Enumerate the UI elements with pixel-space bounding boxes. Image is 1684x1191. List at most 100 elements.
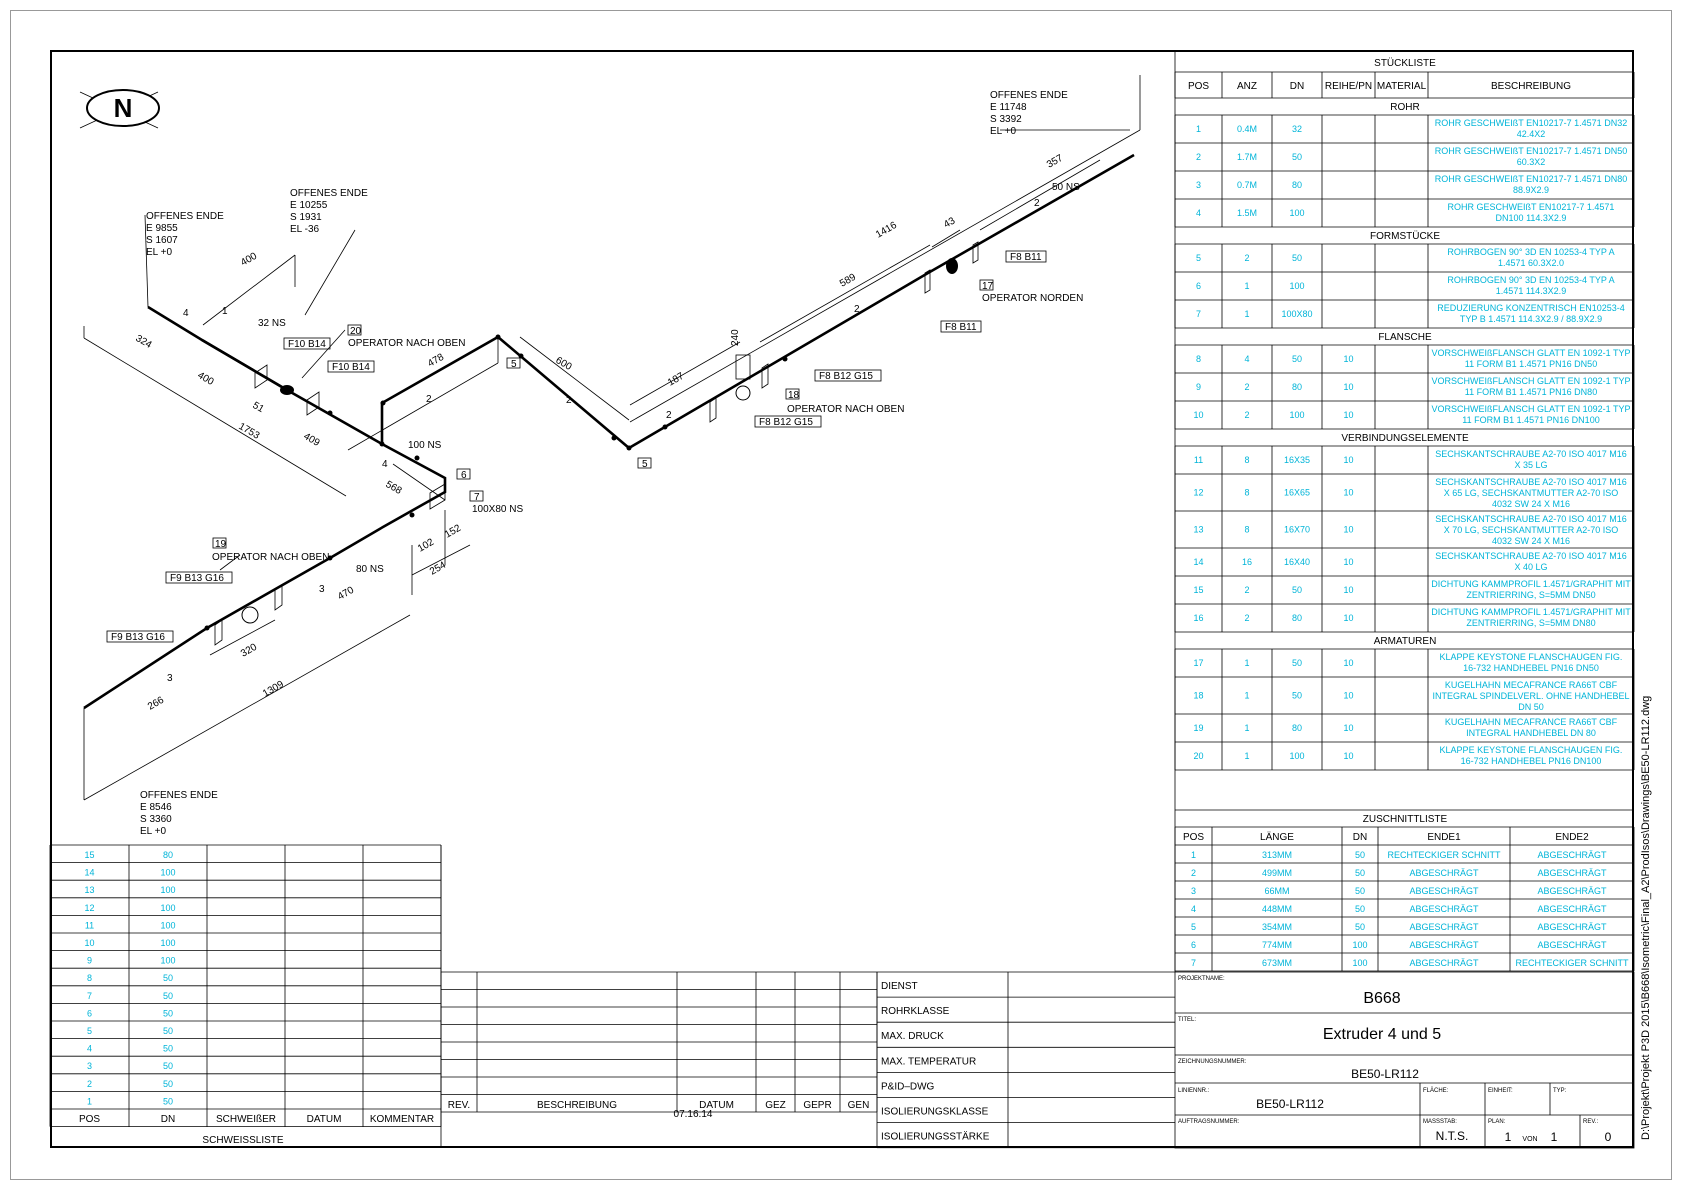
table-cell: ABGESCHRÄGT <box>1409 868 1479 878</box>
svg-text:240: 240 <box>730 329 741 346</box>
table-cell: 9 <box>1196 382 1201 392</box>
table-cell: 10 <box>1343 410 1353 420</box>
table-cell: 1 <box>1244 751 1249 761</box>
svg-text:32 NS: 32 NS <box>258 318 286 329</box>
table-cell: 16X70 <box>1284 525 1310 535</box>
stueckliste-header-cell: DN <box>1290 81 1304 92</box>
table-cell: 3 <box>87 1061 92 1071</box>
svg-text:6: 6 <box>461 470 467 481</box>
table-cell: 50 <box>163 991 173 1001</box>
svg-text:ZEICHNUNGSNUMMER:: ZEICHNUNGSNUMMER: <box>1178 1059 1247 1065</box>
svg-text:102: 102 <box>416 537 436 555</box>
stueckliste-description: ROHR GESCHWEIßT EN10217-7 1.4571 DN80 <box>1435 174 1627 184</box>
stueckliste-description: DICHTUNG KAMMPROFIL 1.4571/GRAPHIT MIT <box>1431 607 1631 617</box>
table-cell: 7 <box>1196 309 1201 319</box>
zuschnitt-header-cell: ENDE1 <box>1427 832 1461 843</box>
table-cell: 10 <box>1343 455 1353 465</box>
stueckliste-title: STÜCKLISTE <box>1374 57 1436 69</box>
table-cell: 50 <box>1355 868 1365 878</box>
svg-text:S 1931: S 1931 <box>290 212 322 223</box>
property-label: ISOLIERUNGSKLASSE <box>881 1107 989 1118</box>
annotation-oe2: OFFENES ENDE E 10255 S 1931 EL -36 <box>290 188 368 235</box>
svg-text:F8 B12 G15: F8 B12 G15 <box>819 371 873 382</box>
zuschnitt-header-cell: DN <box>1353 832 1367 843</box>
stueckliste-description: ROHR GESCHWEIßT EN10217-7 1.4571 <box>1448 202 1615 212</box>
stueckliste-description: ROHRBOGEN 90° 3D EN 10253-4 TYP A <box>1447 275 1614 285</box>
table-cell: 3 <box>1196 180 1201 190</box>
schweiss-header-cell: DN <box>161 1114 175 1125</box>
table-cell: 5 <box>1191 922 1196 932</box>
table-cell: 100X80 <box>1281 309 1312 319</box>
table-cell: 14 <box>84 868 94 878</box>
stueckliste-section: ARMATUREN <box>1374 636 1437 647</box>
table-cell: 16X35 <box>1284 455 1310 465</box>
svg-text:320: 320 <box>239 642 259 660</box>
svg-text:51: 51 <box>251 400 267 415</box>
svg-text:TITEL:: TITEL: <box>1178 1017 1196 1023</box>
svg-text:2: 2 <box>666 410 672 421</box>
svg-text:1: 1 <box>1505 1130 1512 1144</box>
property-label: DIENST <box>881 981 918 992</box>
svg-text:0: 0 <box>1605 1130 1612 1144</box>
table-cell: 100 <box>160 903 175 913</box>
table-cell: 100 <box>160 885 175 895</box>
table-cell: 50 <box>163 1008 173 1018</box>
stueckliste-description: 16-732 HANDHEBEL PN16 DN50 <box>1463 663 1599 673</box>
svg-text:18: 18 <box>788 390 800 401</box>
stueckliste-description: TYP B 1.4571 114.3X2.9 / 88.9X2.9 <box>1460 314 1602 324</box>
table-cell: ABGESCHRÄGT <box>1409 904 1479 914</box>
north-arrow: N <box>79 89 160 129</box>
drawing-labels: 32 NS 100 NS 80 NS 50 NS 100X80 NS OPERA… <box>106 182 1083 684</box>
revision-header-cell: BESCHREIBUNG <box>537 1100 617 1111</box>
table-cell: 2 <box>1244 585 1249 595</box>
table-cell: 1 <box>1191 850 1196 860</box>
property-label: ROHRKLASSE <box>881 1006 950 1017</box>
valve-20 <box>254 364 320 416</box>
svg-text:F8 B11: F8 B11 <box>1010 252 1042 263</box>
drawing-frame <box>50 50 1634 1148</box>
table-cell: 12 <box>1193 488 1203 498</box>
svg-text:2: 2 <box>426 394 432 405</box>
table-cell: 80 <box>1292 723 1302 733</box>
svg-text:600: 600 <box>554 355 574 373</box>
table-cell: 100 <box>1289 751 1304 761</box>
table-cell: 16 <box>1193 613 1203 623</box>
schweiss-header-cell: POS <box>79 1114 100 1125</box>
table-cell: ABGESCHRÄGT <box>1537 886 1607 896</box>
table-cell: 16 <box>1242 557 1252 567</box>
table-cell: 100 <box>160 920 175 930</box>
table-cell: 10 <box>1343 658 1353 668</box>
svg-text:EL +0: EL +0 <box>990 126 1016 137</box>
table-cell: 2 <box>87 1079 92 1089</box>
table-cell: RECHTECKIGER SCHNITT <box>1515 958 1629 968</box>
stueckliste-section: ROHR <box>1390 102 1419 113</box>
property-label: P&ID–DWG <box>881 1081 935 1092</box>
table-cell: 100 <box>160 938 175 948</box>
stueckliste-description: 16-732 HANDHEBEL PN16 DN100 <box>1461 756 1602 766</box>
svg-text:FLÄCHE:: FLÄCHE: <box>1423 1087 1449 1094</box>
table-cell: 3 <box>1191 886 1196 896</box>
stueckliste-description: ZENTRIERRING, S=5MM DN50 <box>1466 590 1595 600</box>
stueckliste-description: 11 FORM B1 1.4571 PN16 DN80 <box>1465 387 1597 397</box>
table-cell: 50 <box>1292 253 1302 263</box>
property-label: ISOLIERUNGSSTÄRKE <box>881 1131 990 1143</box>
sheet-border <box>10 10 1672 1180</box>
table-cell: 2 <box>1244 613 1249 623</box>
stueckliste-description: ROHRBOGEN 90° 3D EN 10253-4 TYP A <box>1447 247 1614 257</box>
stueckliste-description: X 35 LG <box>1514 460 1547 470</box>
table-cell: 50 <box>163 1061 173 1071</box>
svg-text:1: 1 <box>222 306 228 317</box>
revision-header-cell: DATUM <box>699 1100 734 1111</box>
svg-text:3: 3 <box>319 584 325 595</box>
schweiss-header-cell: DATUM <box>307 1114 342 1125</box>
table-cell: 1.7M <box>1237 152 1257 162</box>
table-cell: 2 <box>1196 152 1201 162</box>
table-cell: 10 <box>1343 585 1353 595</box>
table-cell: 4 <box>1244 354 1249 364</box>
table-cell: ABGESCHRÄGT <box>1537 940 1607 950</box>
table-cell: 10 <box>1343 557 1353 567</box>
svg-text:17: 17 <box>982 281 994 292</box>
table-cell: 2 <box>1244 253 1249 263</box>
table-cell: 1 <box>1244 723 1249 733</box>
revision-header-cell: GEZ <box>765 1100 786 1111</box>
